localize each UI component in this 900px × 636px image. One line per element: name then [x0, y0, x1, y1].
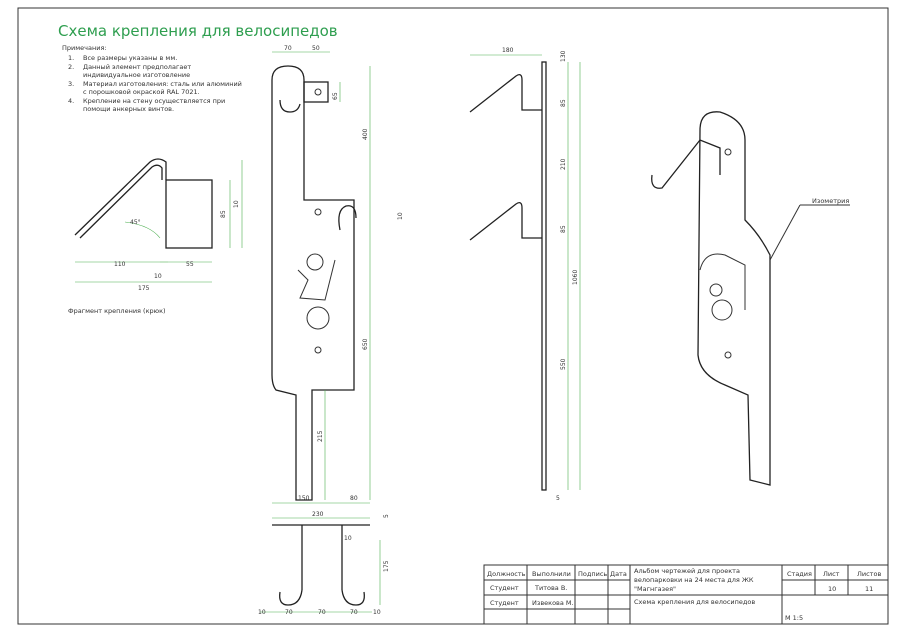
dim-label: 10: [258, 609, 266, 616]
dim-label: 5: [383, 514, 390, 518]
header-performers: Выполнили: [532, 570, 571, 578]
row-position: Студент: [490, 599, 519, 607]
dim-label: 230: [312, 511, 324, 518]
note-number: 3.: [68, 80, 74, 88]
dim-label: 215: [317, 430, 324, 442]
project-title: велопарковки на 24 места для ЖК: [634, 576, 754, 584]
front-view: 70 50 65 400 10 650 215 150 80: [271, 45, 404, 504]
note-text: Данный элемент предполагает: [83, 63, 191, 71]
dim-label: 180: [502, 47, 514, 54]
note-text: Крепление на стену осуществляется при: [83, 97, 225, 105]
dim-label: 150: [298, 495, 310, 502]
note-number: 1.: [68, 54, 74, 62]
notes: Примечания: 1. Все размеры указаны в мм.…: [62, 44, 242, 113]
dim-label: 550: [560, 358, 567, 370]
project-title: Альбом чертежей для проекта: [634, 567, 740, 575]
dim-label: 85: [560, 99, 567, 107]
sheet-title-cell: Схема крепления для велосипедов: [634, 598, 755, 606]
dim-label: 10: [397, 212, 404, 220]
dim-label: 110: [114, 261, 126, 268]
sheet-frame: [17, 7, 889, 625]
dim-label: 1060: [572, 270, 579, 285]
dim-label: 85: [220, 210, 227, 218]
header-date: Дата: [610, 570, 627, 578]
note-number: 4.: [68, 97, 74, 105]
stage-label: Стадия: [787, 570, 812, 578]
dim-label: 85: [560, 225, 567, 233]
dim-label: 400: [362, 128, 369, 140]
scale: М 1:5: [785, 614, 803, 622]
dim-label: 80: [350, 495, 358, 502]
dim-label: 70: [284, 45, 292, 52]
sheet-title: Схема крепления для велосипедов: [58, 22, 338, 40]
side-view: 180 130 85 210 85 1060 550 5: [469, 47, 581, 502]
dim-label: 70: [350, 609, 358, 616]
dim-label: 5: [556, 495, 560, 502]
dim-label: 650: [362, 338, 369, 350]
dim-label: 70: [318, 609, 326, 616]
row-name: Извекова М.: [532, 599, 574, 607]
note-text: индивидуальное изготовление: [83, 71, 190, 79]
notes-heading: Примечания:: [62, 44, 107, 52]
dim-label: 10: [233, 200, 240, 208]
dim-label: 50: [312, 45, 320, 52]
sheets-label: Листов: [857, 570, 881, 578]
dim-label: 175: [138, 285, 150, 292]
bottom-view: 230 5 10 175 10 70 70 70 10: [258, 511, 390, 616]
note-text: Материал изготовления: сталь или алюмини…: [83, 80, 242, 88]
sheets-count: 11: [865, 585, 873, 593]
dim-label: 130: [560, 50, 567, 62]
note-text: с порошковой окраской RAL 7021.: [83, 88, 200, 96]
sheet-label: Лист: [823, 570, 840, 578]
title-block: Должность Выполнили Подпись Дата Студент…: [483, 564, 889, 625]
project-title: "Магнгазея": [634, 585, 676, 593]
dim-angle: 45°: [130, 219, 141, 226]
note-number: 2.: [68, 63, 74, 71]
dim-label: 10: [344, 535, 352, 542]
dim-label: 70: [285, 609, 293, 616]
note-text: Все размеры указаны в мм.: [83, 54, 177, 62]
header-position: Должность: [487, 570, 526, 578]
dim-label: 210: [560, 158, 567, 170]
hook-fragment-view: 45° 110 10 55 175 85 10 Фрагмент креплен…: [68, 158, 243, 315]
isometric-label: Изометрия: [812, 197, 849, 205]
header-signature: Подпись: [578, 570, 607, 578]
fragment-label: Фрагмент крепления (крюк): [68, 307, 166, 315]
dim-label: 10: [373, 609, 381, 616]
isometric-view: Изометрия: [651, 111, 850, 486]
note-text: помощи анкерных винтов.: [83, 105, 174, 113]
dim-label: 55: [186, 261, 194, 268]
dim-label: 175: [383, 560, 390, 572]
dim-label: 10: [154, 273, 162, 280]
row-name: Титова В.: [534, 584, 567, 592]
sheet-number: 10: [828, 585, 836, 593]
dim-label: 65: [332, 92, 339, 100]
row-position: Студент: [490, 584, 519, 592]
